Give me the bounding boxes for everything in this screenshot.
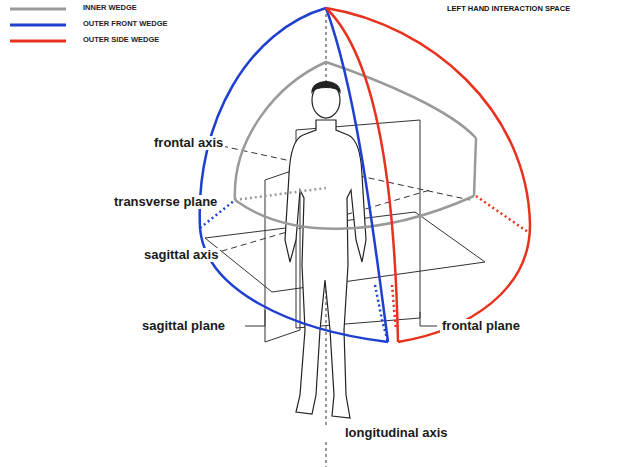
inner-wedge [235, 62, 476, 200]
legend-line [10, 40, 66, 43]
outer-side-wedge-hidden [476, 196, 528, 232]
inner-wedge [474, 138, 476, 196]
leader-line [265, 310, 266, 326]
plane-axis-label: longitudinal axis [343, 426, 450, 440]
outer-front-wedge-hidden [375, 285, 388, 342]
leader-line [420, 326, 437, 327]
plane-axis-label: sagittal axis [142, 248, 220, 262]
diagram-title: LEFT HAND INTERACTION SPACE [447, 5, 570, 13]
legend-line [10, 8, 66, 11]
outer-side-wedge [326, 8, 530, 342]
plane-axis-label: frontal plane [440, 319, 522, 333]
plane-axis-label: sagittal plane [140, 319, 227, 333]
legend-label: OUTER SIDE WEDGE [83, 36, 159, 44]
leader-line [420, 312, 421, 326]
legend-label: INNER WEDGE [83, 4, 137, 12]
outer-front-wedge [200, 8, 388, 342]
inner-wedge-hidden [235, 188, 326, 200]
outer-side-wedge-hidden [392, 285, 396, 330]
legend-label: OUTER FRONT WEDGE [83, 20, 168, 28]
human-figure [285, 82, 366, 419]
plane-axis-label: transverse plane [112, 195, 219, 209]
legend-line [10, 24, 66, 27]
longitudinal-axis [325, 442, 326, 467]
plane-axis-label: frontal axis [152, 136, 225, 150]
outer-side-wedge [326, 8, 398, 342]
leader-line [245, 326, 265, 327]
inner-wedge [235, 196, 474, 229]
